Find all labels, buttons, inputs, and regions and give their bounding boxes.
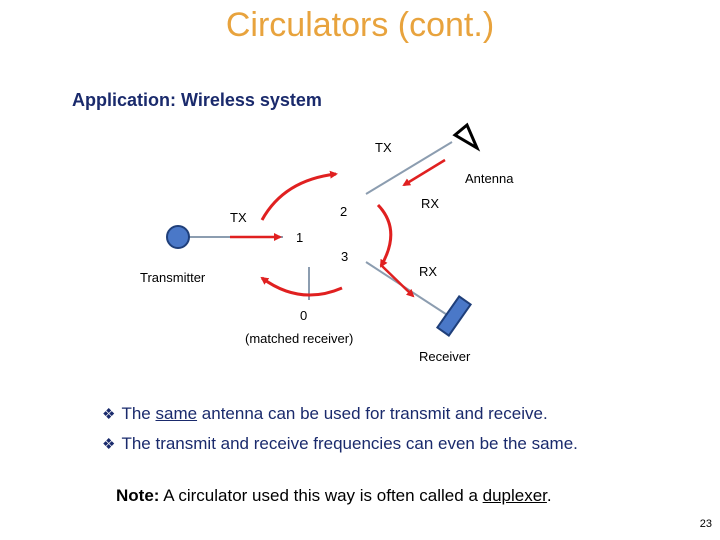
label-rx-lower: RX: [419, 264, 437, 279]
label-tx-left: TX: [230, 210, 247, 225]
label-port-0: 0: [300, 308, 307, 323]
page-number: 23: [699, 518, 712, 530]
arrow-rx-out: [381, 265, 415, 298]
label-port-1: 1: [296, 230, 303, 245]
slide-subtitle: Application: Wireless system: [72, 90, 322, 110]
note-text: Note: A circulator used this way is ofte…: [116, 486, 552, 505]
diamond-bullet-icon: ❖: [102, 406, 116, 423]
label-transmitter: Transmitter: [140, 270, 206, 285]
arrow-curve-lower: [260, 276, 343, 297]
antenna-icon: [452, 122, 481, 152]
arrow-tx-to-antenna: [402, 158, 446, 187]
duplexer-term: duplexer: [482, 486, 547, 505]
label-port-2: 2: [340, 204, 347, 219]
label-matched-receiver: (matched receiver): [245, 331, 353, 346]
bullet-item: ❖The transmit and receive frequencies ca…: [102, 434, 578, 453]
label-antenna: Antenna: [465, 171, 514, 186]
diamond-bullet-icon: ❖: [102, 436, 116, 453]
bullet-item: ❖The same antenna can be used for transm…: [102, 404, 548, 423]
line-receiver: [365, 261, 456, 321]
transmitter-icon: [166, 225, 190, 249]
receiver-icon: [435, 295, 473, 337]
arrow-curve-right: [376, 203, 393, 268]
arrow-curve-upper: [260, 170, 338, 221]
line-antenna: [365, 141, 453, 195]
label-tx-top: TX: [375, 140, 392, 155]
slide-title: Circulators (cont.): [225, 6, 495, 44]
label-port-3: 3: [341, 249, 348, 264]
label-rx-upper: RX: [421, 196, 439, 211]
label-receiver: Receiver: [419, 349, 471, 364]
note-label: Note:: [116, 486, 160, 505]
